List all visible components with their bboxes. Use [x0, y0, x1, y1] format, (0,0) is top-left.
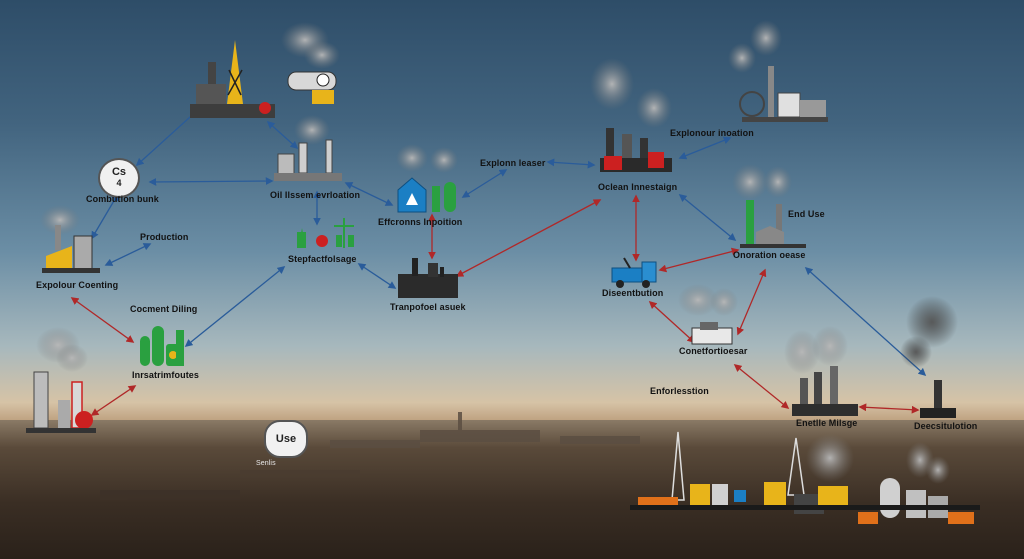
landscape-ground	[0, 420, 1024, 559]
label-explorer-coating: Expolour Coenting	[36, 280, 119, 290]
cs-badge-label: Cs	[111, 166, 127, 178]
end-use-facility-icon	[732, 164, 806, 248]
horizon-city	[100, 412, 640, 500]
label-combustion-bunk: Combution bunk	[86, 194, 159, 204]
label-efficient-injection: Effcronns Inpoition	[378, 217, 463, 227]
arrow-construction-to-cease	[736, 268, 767, 336]
extraction-facility-icon	[274, 115, 342, 181]
use-badge: Use	[264, 420, 308, 458]
infrastructure-icon	[140, 326, 184, 366]
arrow-distribution-to-cease	[658, 247, 740, 273]
label-oil-steam-extraction: Oil Ilssem evrloation	[270, 190, 361, 200]
label-infrastructure: Inrsatrimfoutes	[132, 370, 200, 380]
label-deactivation: Deecsitulotion	[914, 421, 978, 431]
transport-facility-icon	[398, 258, 458, 298]
distribution-truck-icon	[611, 257, 657, 288]
refinery-field-icon	[630, 431, 980, 524]
mileage-plant-icon	[784, 326, 858, 416]
construction-icon	[678, 284, 738, 345]
coating-factory-icon	[40, 205, 100, 273]
label-ocean-investigation: Oclean Innestaign	[598, 182, 678, 192]
label-production: Production	[140, 232, 189, 242]
arrow-stepfactorage-to-transport	[357, 263, 397, 289]
smokestack-facility-icon	[26, 327, 96, 433]
arrow-stepfactorage-to-infrastructure	[184, 266, 286, 347]
label-energy-mileage: Enetlle Milsge	[796, 418, 858, 428]
arrow-transport-to-ocean	[455, 199, 602, 277]
arrow-rig-to-extraction	[266, 120, 299, 150]
arrow-construction-to-mileage	[733, 364, 790, 409]
label-end-use: End Use	[788, 209, 825, 219]
label-exploration-innovation: Explonour inoation	[670, 128, 754, 138]
arrow-infrastructure-to-smokestack	[90, 385, 137, 416]
exploration-innovation-icon	[728, 20, 828, 122]
arrow-ocean-to-innovation	[678, 136, 732, 160]
label-construction-laser: Conetfortioesar	[679, 346, 748, 356]
arrow-mileage-to-deactivation	[858, 403, 920, 414]
label-enforcement-station: Enforlesstion	[650, 386, 709, 396]
arrow-rig-to-cs	[135, 106, 202, 167]
arrow-coating-to-infrastructure	[70, 297, 135, 343]
label-exploration-leaser: Explonn leaser	[480, 158, 546, 168]
cs-badge: Cs 4	[98, 158, 140, 198]
cs-badge-sub: 4	[116, 178, 122, 188]
label-operation-cease: Onoration oease	[733, 250, 806, 260]
ocean-investigation-icon	[590, 58, 672, 172]
label-use-caption: Senlis	[256, 460, 276, 467]
label-transportation-waste: Tranpofoel asuek	[390, 302, 466, 312]
label-distribution: Diseentbution	[602, 288, 664, 298]
arrow-distribution-to-construction	[648, 300, 696, 344]
use-badge-label: Use	[275, 433, 297, 445]
arrow-extraction-to-injection	[344, 182, 394, 206]
stepfactorage-icon	[297, 218, 354, 248]
injection-house-icon	[396, 144, 458, 213]
arrow-injection-to-exploration	[461, 169, 508, 198]
deactivation-stack-icon	[900, 296, 958, 418]
label-stepfactorage: Stepfactfolsage	[288, 254, 357, 264]
arrow-production	[104, 243, 152, 266]
label-cement-drilling: Cocment Diling	[130, 304, 198, 314]
arrow-cs-to-extraction	[148, 177, 274, 186]
connector-arrows	[70, 106, 927, 416]
arrow-exploration-to-ocean	[546, 158, 596, 169]
oil-rig-icon	[190, 22, 340, 118]
arrow-ocean-to-enduse	[678, 194, 737, 241]
arrow-cs-to-coating	[91, 192, 119, 240]
